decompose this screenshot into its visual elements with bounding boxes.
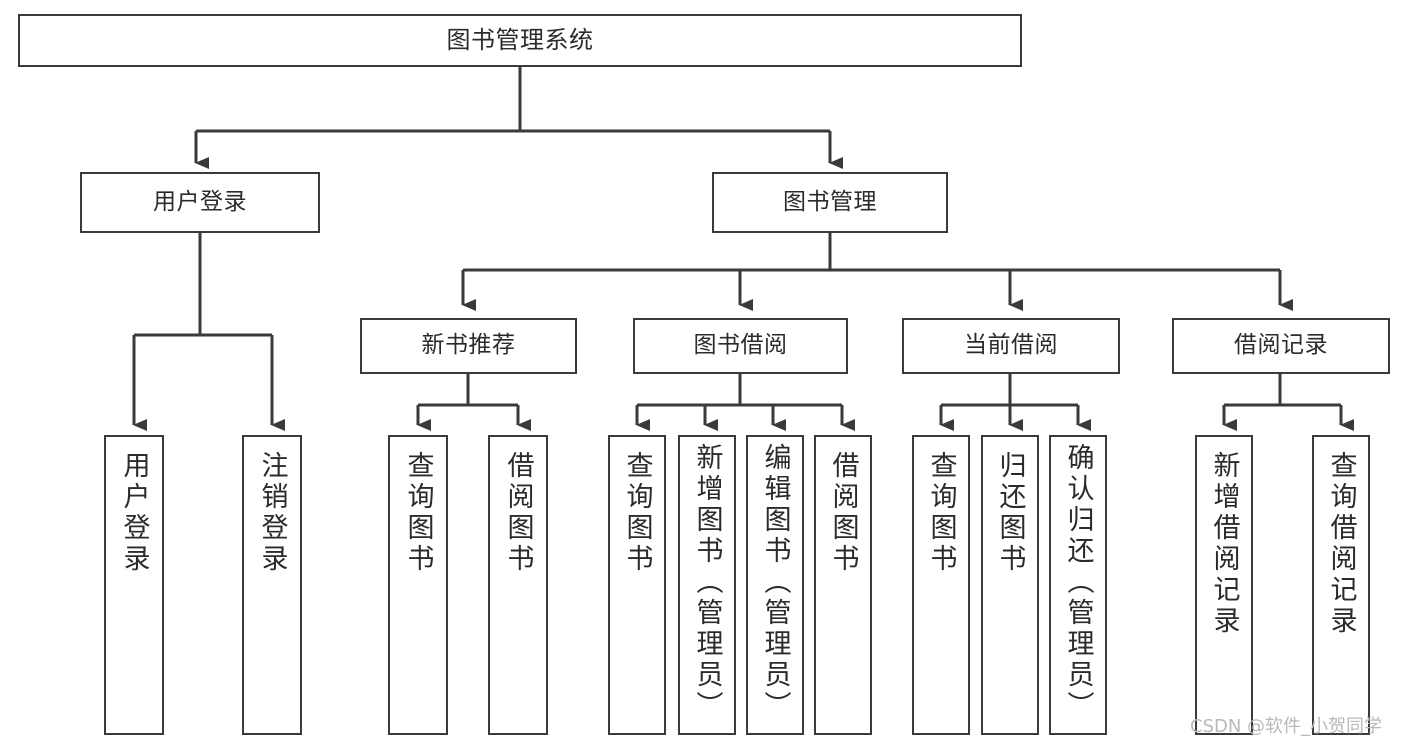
node-new-book-recommend[interactable]: 新书推荐 [360,318,577,374]
leaf-edit-book-admin[interactable]: 编辑图书（管理员） [746,435,804,735]
leaf-return-book[interactable]: 归还图书 [981,435,1039,735]
leaf-add-borrow-record[interactable]: 新增借阅记录 [1195,435,1253,735]
node-label: 注销登录 [256,451,288,575]
leaf-add-book-admin[interactable]: 新增图书（管理员） [678,435,736,735]
node-book-borrow[interactable]: 图书借阅 [633,318,848,374]
leaf-query-book-borrow[interactable]: 查询图书 [608,435,666,735]
node-label: 图书管理系统 [446,26,594,55]
leaf-borrow-book-new-rec[interactable]: 借阅图书 [488,435,548,735]
node-label: 确认归还（管理员） [1062,443,1094,722]
node-label: 新书推荐 [421,332,516,359]
node-label: 借阅图书 [827,451,859,575]
node-label: 查询图书 [925,451,957,575]
node-label: 查询图书 [621,451,653,575]
leaf-query-book-new-rec[interactable]: 查询图书 [388,435,448,735]
node-label: 编辑图书（管理员） [759,443,791,722]
node-label: 图书管理 [783,188,877,215]
node-label: 归还图书 [994,451,1026,575]
node-root-book-management-system[interactable]: 图书管理系统 [18,14,1022,67]
node-label: 图书借阅 [693,332,788,359]
node-book-management[interactable]: 图书管理 [712,172,948,233]
leaf-query-book-current[interactable]: 查询图书 [912,435,970,735]
node-label: 查询图书 [402,451,434,575]
node-borrow-record[interactable]: 借阅记录 [1172,318,1390,374]
node-current-borrow[interactable]: 当前借阅 [902,318,1120,374]
leaf-user-logout[interactable]: 注销登录 [242,435,302,735]
node-label: 用户登录 [153,188,247,215]
node-label: 借阅图书 [502,451,534,575]
csdn-watermark: CSDN @软件_小贺同学 [1190,716,1383,737]
leaf-confirm-return-admin[interactable]: 确认归还（管理员） [1049,435,1107,735]
leaf-query-borrow-record[interactable]: 查询借阅记录 [1312,435,1370,735]
node-label: 新增图书（管理员） [691,443,723,722]
leaf-borrow-book-borrow[interactable]: 借阅图书 [814,435,872,735]
node-label: 当前借阅 [964,332,1058,359]
node-label: 借阅记录 [1234,332,1328,359]
node-user-login[interactable]: 用户登录 [80,172,320,233]
leaf-user-login[interactable]: 用户登录 [104,435,164,735]
node-label: 查询借阅记录 [1325,451,1357,637]
node-label: 新增借阅记录 [1208,451,1240,637]
node-label: 用户登录 [118,451,150,575]
